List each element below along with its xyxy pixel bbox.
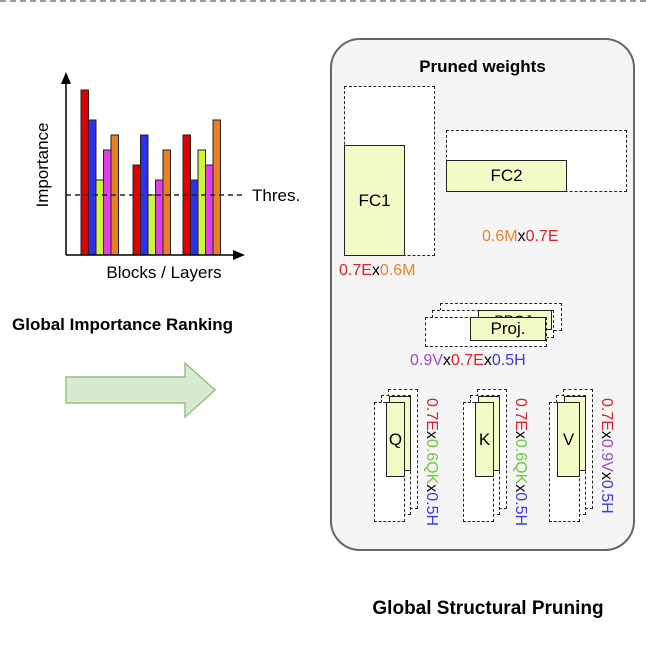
proj-dim-part: x <box>483 352 492 369</box>
bar-blue-3 <box>190 179 199 256</box>
q-label: Q <box>388 429 403 449</box>
fc1-pruned-weight: FC1 <box>344 145 405 256</box>
fc2-dim-part: 0.7E <box>525 228 559 245</box>
v-dim-part: 0.9V <box>598 438 615 472</box>
bar-magenta-2 <box>155 179 164 256</box>
fc2-dim-part: 0.6M <box>482 228 518 245</box>
bar-green-3 <box>197 149 206 256</box>
q-dim-part: x <box>423 484 440 493</box>
v-dim-part: 0.7E <box>598 398 615 431</box>
proj-dim-part: 0.5H <box>491 352 526 369</box>
q-dim-part: 0.7E <box>423 398 440 431</box>
fc1-dim-part: 0.7E <box>339 262 372 279</box>
bar-blue-1 <box>88 119 97 256</box>
k-dim-part: 0.5H <box>512 492 529 527</box>
bar-red-1 <box>80 89 89 256</box>
bar-green-2 <box>147 194 156 256</box>
bar-red-2 <box>132 164 141 256</box>
threshold-label: Thres. <box>252 186 300 205</box>
q-dim-part: x <box>423 430 440 439</box>
q-pruned-weight: Q <box>386 402 405 477</box>
proj-dim-part: 0.9V <box>410 352 443 369</box>
proj-dim-part: 0.7E <box>450 352 484 369</box>
bar-orange-2 <box>162 149 171 256</box>
k-dim-part: 0.6QK <box>512 438 529 485</box>
q-dims: 0.7Ex0.6QKx0.5H <box>422 398 440 526</box>
panel-title: Pruned weights <box>419 57 546 76</box>
proj-pruned-weight: Proj. <box>470 317 546 341</box>
fc2-label: FC2 <box>490 166 523 185</box>
v-label: V <box>562 429 575 449</box>
fc1-label: FC1 <box>358 190 391 210</box>
k-pruned-weight: K <box>475 402 494 477</box>
v-pruned-weight: V <box>557 402 580 477</box>
k-dim-part: 0.7E <box>512 398 529 431</box>
k-dim-part: x <box>512 430 529 439</box>
fc1-dims: 0.7Ex0.6M <box>339 262 416 280</box>
y-axis-arrow-icon <box>61 72 71 84</box>
fc1-dim-part: x <box>371 262 380 279</box>
x-axis-label: Blocks / Layers <box>106 263 221 282</box>
bar-magenta-1 <box>103 149 112 256</box>
proj-dims: 0.9Vx0.7Ex0.5H <box>410 352 526 370</box>
importance-ranking-title: Global Importance Ranking <box>12 315 234 334</box>
flow-arrow-icon <box>65 361 217 419</box>
v-dim-part: x <box>598 430 615 439</box>
structural-pruning-caption: Global Structural Pruning <box>372 598 604 619</box>
proj-dim-part: x <box>442 352 451 369</box>
y-axis-label: Importance <box>33 122 52 207</box>
k-label: K <box>478 429 491 449</box>
top-dashed-border <box>0 0 646 2</box>
bar-orange-3 <box>212 119 221 256</box>
proj-label: Proj. <box>490 319 526 338</box>
fc1-dim-part: 0.6M <box>379 262 416 279</box>
v-dim-part: 0.5H <box>598 479 615 514</box>
fc2-dim-part: x <box>517 228 526 245</box>
v-dims: 0.7Ex0.9Vx0.5H <box>597 398 615 514</box>
k-dims: 0.7Ex0.6QKx0.5H <box>511 398 529 526</box>
q-dim-part: 0.5H <box>423 492 440 527</box>
bar-magenta-3 <box>205 164 214 256</box>
k-dim-part: x <box>512 484 529 493</box>
importance-chart: Thres. Blocks / Layers Importance <box>33 72 300 282</box>
fc2-pruned-weight: FC2 <box>446 160 567 192</box>
bar-green-1 <box>95 179 104 256</box>
fc2-dims: 0.6Mx0.7E <box>482 228 559 246</box>
x-axis-arrow-icon <box>233 250 245 260</box>
v-dim-part: x <box>598 471 615 480</box>
q-dim-part: 0.6QK <box>423 438 440 485</box>
